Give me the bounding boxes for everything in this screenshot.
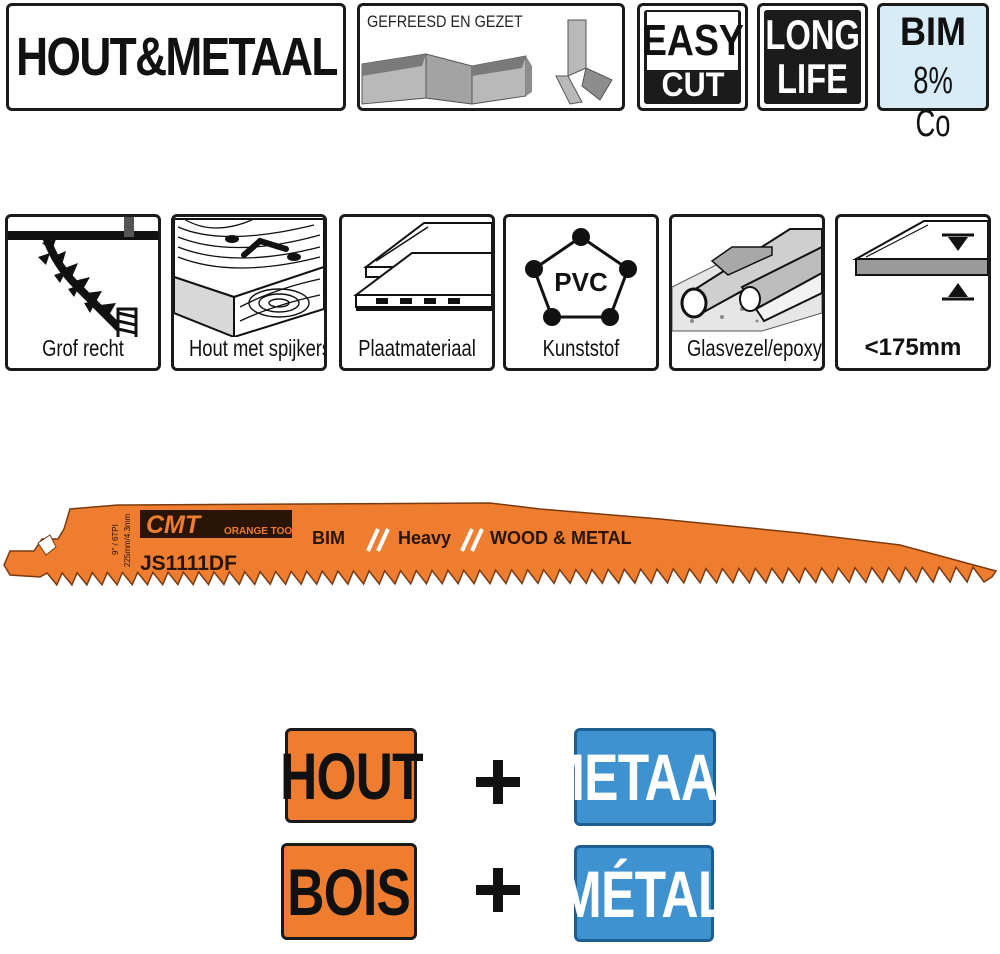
separator-slashes-2: [460, 528, 484, 552]
rough-cut-icon: [8, 217, 158, 337]
application-fiberglass: Glasvezel/epoxy: [669, 214, 825, 371]
material-bois: BOIS: [281, 843, 417, 940]
long-text: LONG: [765, 11, 860, 58]
material-metaal-text: METAAL: [542, 740, 749, 814]
application-rough-cut: Grof recht: [5, 214, 161, 371]
application-wood-nails: Hout met spijkers: [171, 214, 327, 371]
cut-text: CUT: [661, 65, 724, 104]
gefreesd-label: GEFREESD EN GEZET: [367, 12, 523, 31]
application-label: Grof recht: [42, 335, 124, 361]
fiberglass-epoxy-icon: [672, 228, 822, 332]
separator-slashes-1: [366, 528, 390, 552]
application-plastic: PVC Kunststof: [503, 214, 659, 371]
blade-spec-2: 225mm/4.3mm: [123, 513, 132, 567]
brand-sub: ORANGE TOOLS: [224, 526, 305, 537]
life-text: LIFE: [777, 55, 848, 102]
title-text: HOUT&METAAL: [15, 27, 338, 87]
application-label: Hout met spijkers: [189, 335, 327, 361]
pvc-text: PVC: [554, 267, 608, 297]
saw-blade: CMT ORANGE TOOLS JS1111DF 9" / 6TPI 225m…: [3, 502, 998, 587]
material-metaal: METAAL: [542, 728, 749, 826]
plus-icon: [474, 866, 522, 914]
brand-logo-box: [140, 510, 292, 538]
gefreesd-badge: GEFREESD EN GEZET: [357, 3, 625, 111]
blade-bim: BIM: [312, 528, 345, 548]
material-hout: HOUT: [280, 728, 423, 823]
application-label: Glasvezel/epoxy: [687, 335, 822, 361]
application-label: Kunststof: [542, 335, 620, 361]
thickness-icon: [852, 220, 988, 301]
pvc-icon: PVC: [525, 228, 637, 326]
application-label: Plaatmateriaal: [358, 335, 476, 361]
bim-badge: BIM 8% Co: [877, 3, 989, 145]
title-badge: HOUT&METAAL: [6, 3, 346, 111]
blade-code: JS1111DF: [140, 552, 237, 575]
wood-with-nails-icon: [174, 218, 324, 337]
cobalt-text: 8% Co: [913, 60, 953, 145]
blade-spec-1: 9" / 6TPI: [111, 524, 120, 555]
easy-cut-badge: EASY CUT: [637, 3, 748, 111]
board-material-icon: [353, 222, 492, 311]
long-life-badge: LONG LIFE: [757, 3, 868, 111]
material-metal-fr-text: MÉTAL: [559, 856, 729, 931]
blade-material: WOOD & METAL: [490, 528, 632, 548]
application-board: Plaatmateriaal: [339, 214, 495, 371]
blade-heavy: Heavy: [398, 528, 451, 548]
set-teeth-icon: [361, 19, 613, 105]
material-hout-text: HOUT: [279, 738, 424, 813]
bim-text: BIM: [899, 10, 966, 54]
material-metal-fr: MÉTAL: [559, 845, 730, 942]
easy-text: EASY: [641, 16, 744, 65]
plus-icon: [474, 758, 522, 806]
material-bois-text: BOIS: [287, 854, 412, 929]
blade-mount-notch: [37, 534, 57, 556]
application-thickness: <175mm: [835, 214, 991, 371]
brand-logo: CMT: [146, 511, 203, 539]
application-label: <175mm: [864, 334, 962, 361]
